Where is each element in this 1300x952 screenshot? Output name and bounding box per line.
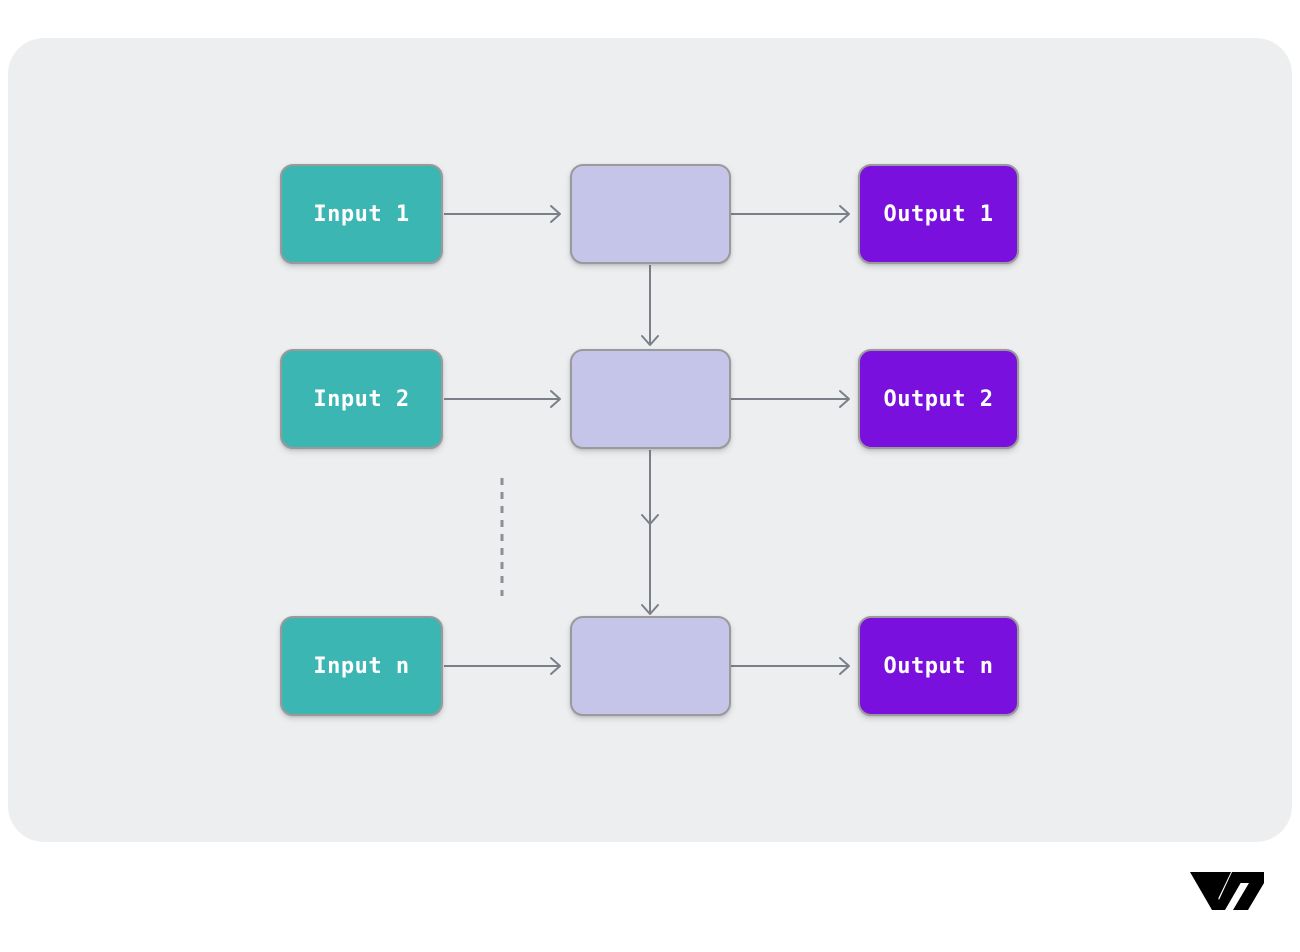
node-output-n-label: Output n <box>883 653 994 679</box>
v7-logo <box>1190 872 1264 910</box>
node-input-n[interactable]: Input n <box>280 616 443 716</box>
node-output-1-label: Output 1 <box>883 201 994 227</box>
node-output-1[interactable]: Output 1 <box>858 164 1019 264</box>
node-input-1[interactable]: Input 1 <box>280 164 443 264</box>
node-output-2[interactable]: Output 2 <box>858 349 1019 449</box>
node-hidden-n[interactable] <box>570 616 731 716</box>
node-hidden-1[interactable] <box>570 164 731 264</box>
node-hidden-2[interactable] <box>570 349 731 449</box>
node-input-2-label: Input 2 <box>313 386 410 412</box>
node-input-1-label: Input 1 <box>313 201 410 227</box>
node-input-2[interactable]: Input 2 <box>280 349 443 449</box>
node-output-n[interactable]: Output n <box>858 616 1019 716</box>
node-output-2-label: Output 2 <box>883 386 994 412</box>
node-input-n-label: Input n <box>313 653 410 679</box>
